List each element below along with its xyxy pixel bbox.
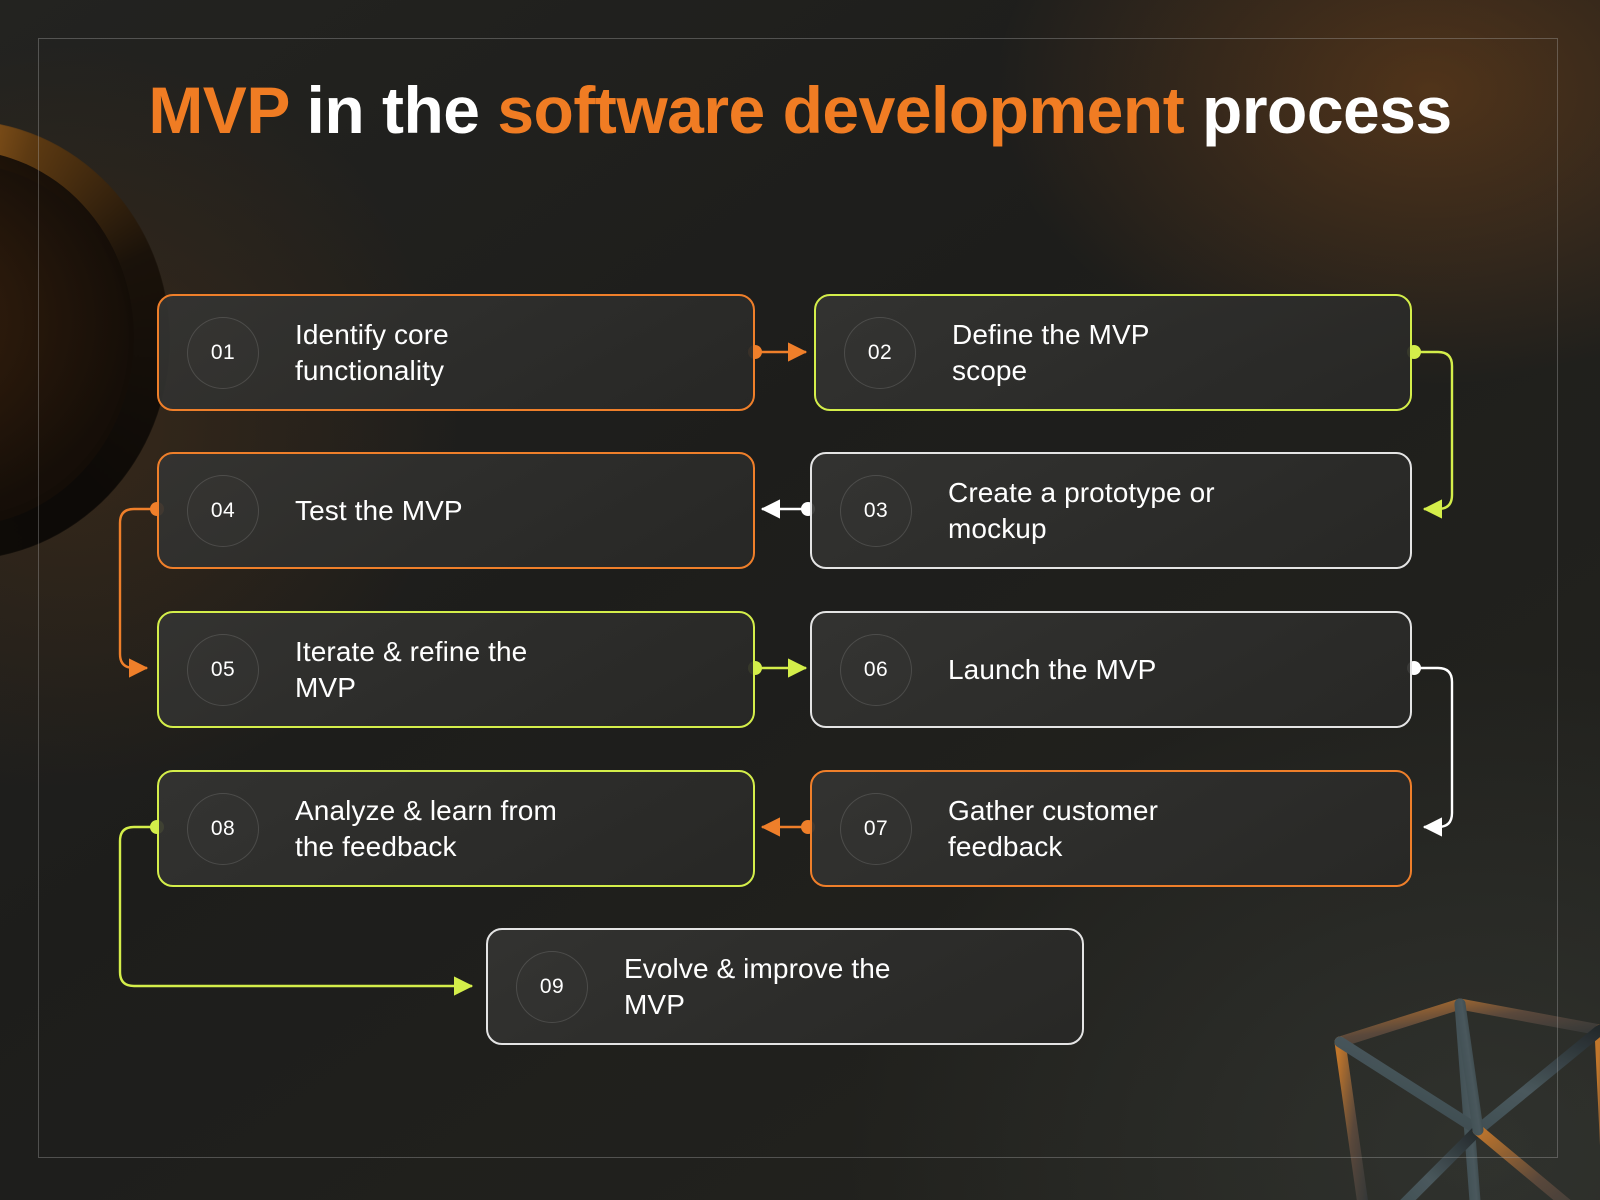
step-label-09: Evolve & improve the MVP	[624, 952, 891, 1020]
step-box-06[interactable]: 06 Launch the MVP	[810, 611, 1412, 728]
step-box-04[interactable]: 04 Test the MVP	[157, 452, 755, 569]
step-number-09: 09	[539, 974, 565, 998]
step-label-04: Test the MVP	[295, 494, 463, 526]
step-label-03: Create a prototype or mockup	[948, 476, 1215, 544]
step-number-circle-07: 07	[840, 792, 912, 865]
title-part-in-the: in the	[288, 73, 498, 147]
step-number-circle-09: 09	[516, 950, 588, 1023]
step-box-05[interactable]: 05 Iterate & refine the MVP	[157, 611, 755, 728]
connector-01-02	[748, 342, 808, 362]
decorative-wireframe-lattice	[1334, 998, 1600, 1200]
step-number-07: 07	[863, 816, 889, 840]
step-number-circle-06: 06	[840, 633, 912, 706]
step-number-06: 06	[863, 657, 889, 681]
connector-03-04	[760, 499, 815, 519]
step-number-circle-01: 01	[187, 316, 259, 389]
title-part-mvp: MVP	[148, 73, 289, 147]
connector-05-06	[748, 658, 808, 678]
step-number-05: 05	[210, 657, 236, 681]
step-number-08: 08	[210, 816, 236, 840]
step-number-03: 03	[863, 498, 889, 522]
step-box-01[interactable]: 01 Identify core functionality	[157, 294, 755, 411]
step-number-circle-04: 04	[187, 474, 259, 547]
step-label-06: Launch the MVP	[948, 653, 1157, 685]
step-number-circle-02: 02	[844, 316, 916, 389]
step-label-01: Identify core functionality	[295, 318, 449, 386]
step-label-08: Analyze & learn from the feedback	[295, 794, 557, 862]
step-box-08[interactable]: 08 Analyze & learn from the feedback	[157, 770, 755, 887]
step-number-04: 04	[210, 498, 236, 522]
connector-06-07	[1407, 661, 1454, 837]
step-number-circle-03: 03	[840, 474, 912, 547]
step-number-02: 02	[867, 340, 893, 364]
step-label-02: Define the MVP scope	[952, 318, 1150, 386]
step-number-circle-05: 05	[187, 633, 259, 706]
step-label-07: Gather customer feedback	[948, 794, 1159, 862]
decorative-torus-ring	[0, 120, 170, 560]
connector-07-08	[760, 817, 815, 837]
page-title: MVP in the software development process	[100, 72, 1500, 150]
step-number-circle-08: 08	[187, 792, 259, 865]
title-part-software: software development	[497, 73, 1185, 147]
step-number-01: 01	[210, 340, 236, 364]
title-part-process: process	[1184, 73, 1452, 147]
step-box-03[interactable]: 03 Create a prototype or mockup	[810, 452, 1412, 569]
step-box-07[interactable]: 07 Gather customer feedback	[810, 770, 1412, 887]
step-box-09[interactable]: 09 Evolve & improve the MVP	[486, 928, 1084, 1045]
step-label-05: Iterate & refine the MVP	[295, 635, 528, 703]
step-box-02[interactable]: 02 Define the MVP scope	[814, 294, 1412, 411]
connector-02-03	[1407, 345, 1454, 519]
